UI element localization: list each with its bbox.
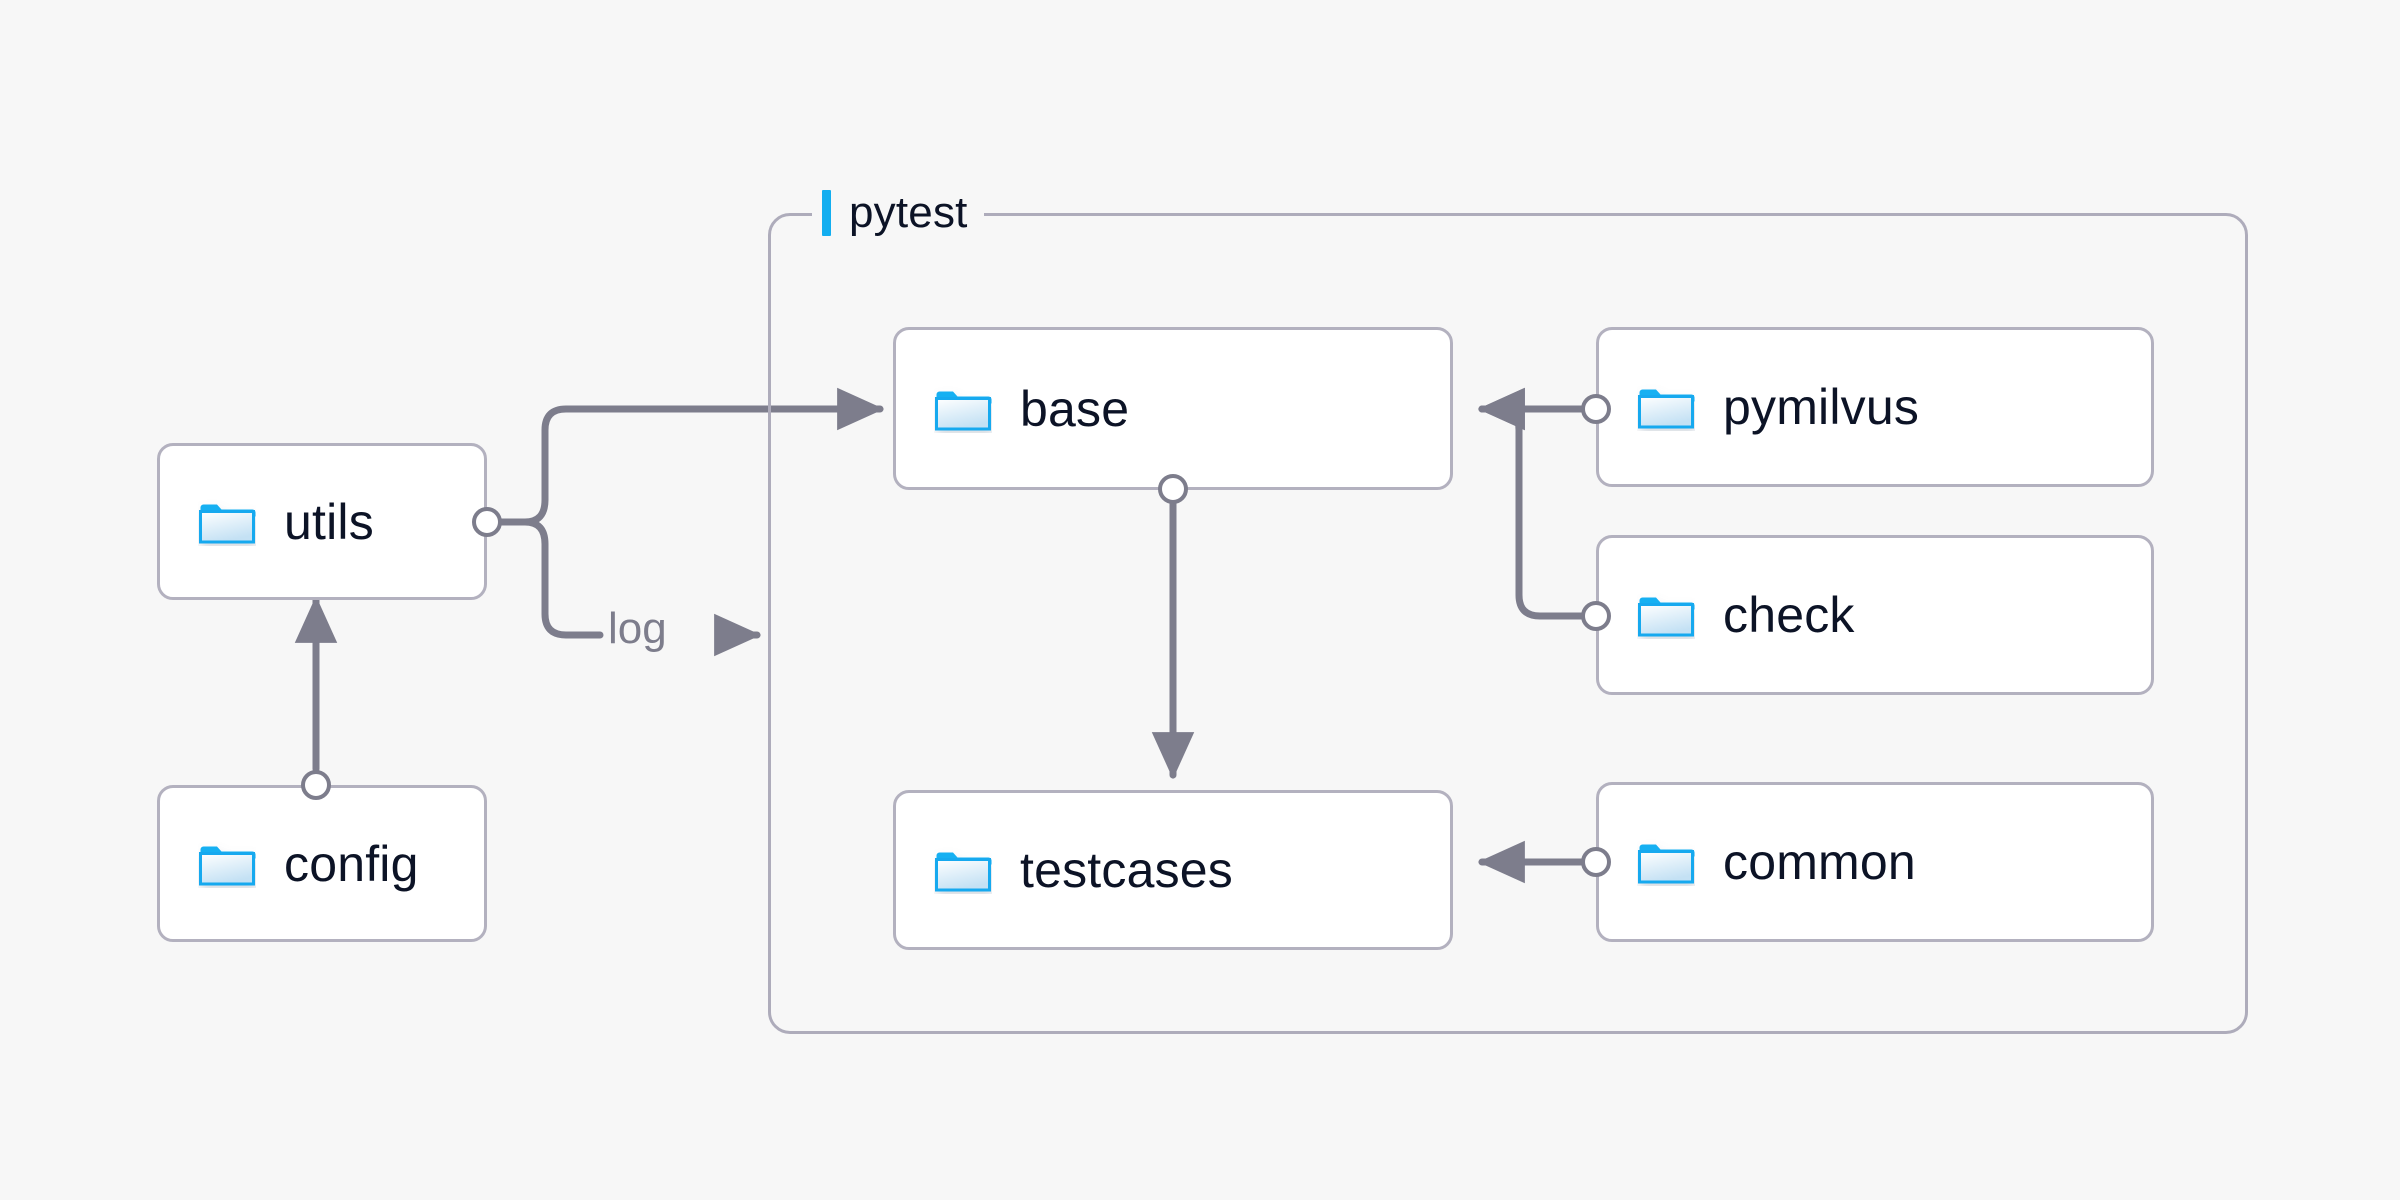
node-label-config: config xyxy=(284,835,419,892)
folder-icon xyxy=(199,504,256,543)
folder-icon xyxy=(1638,389,1695,429)
folder-icon xyxy=(1638,597,1695,637)
node-check[interactable]: check xyxy=(1596,535,2154,695)
port-config-top[interactable] xyxy=(301,770,331,800)
node-pymilvus[interactable]: pymilvus xyxy=(1596,327,2154,487)
port-utils-right[interactable] xyxy=(472,507,502,537)
group-pytest-label: pytest xyxy=(812,185,984,241)
folder-icon xyxy=(935,852,992,892)
node-label-base: base xyxy=(1020,380,1130,437)
node-testcases[interactable]: testcases xyxy=(893,790,1453,950)
folder-icon xyxy=(199,846,256,885)
port-check-left[interactable] xyxy=(1581,601,1611,631)
group-title: pytest xyxy=(849,188,968,237)
folder-icon xyxy=(1638,844,1695,884)
node-common[interactable]: common xyxy=(1596,782,2154,942)
node-config[interactable]: config xyxy=(157,785,487,942)
port-base-bottom[interactable] xyxy=(1158,474,1188,504)
node-label-pymilvus: pymilvus xyxy=(1723,379,1920,435)
node-label-testcases: testcases xyxy=(1020,842,1234,898)
edge-utils-to-log xyxy=(521,518,604,639)
port-common-left[interactable] xyxy=(1581,847,1611,877)
node-label-check: check xyxy=(1723,587,1855,643)
node-label-utils: utils xyxy=(284,493,374,550)
node-utils[interactable]: utils xyxy=(157,443,487,600)
accent-bar-icon xyxy=(822,190,831,236)
node-base[interactable]: base xyxy=(893,327,1453,490)
group-pytest-container xyxy=(768,213,2248,1034)
port-pymilvus-left[interactable] xyxy=(1581,394,1611,424)
folder-icon xyxy=(935,391,992,430)
edge-label-log: log xyxy=(608,604,667,653)
node-label-common: common xyxy=(1723,834,1916,890)
